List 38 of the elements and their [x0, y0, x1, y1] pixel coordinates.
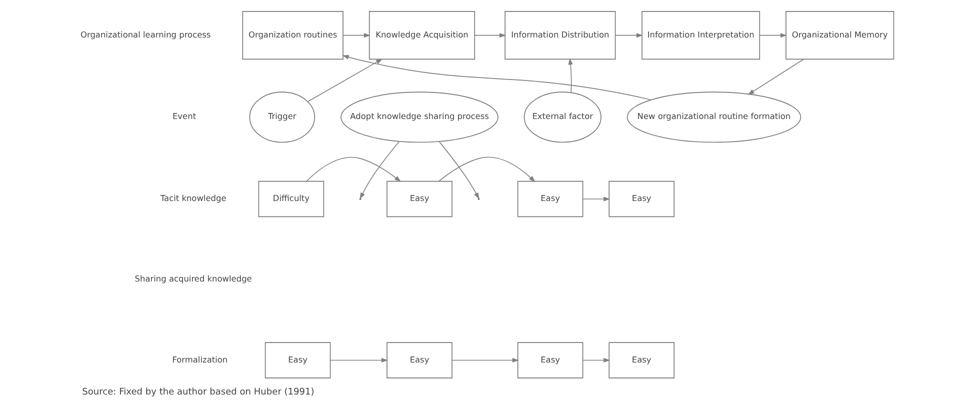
arrow: [759, 33, 787, 38]
arrow: [614, 33, 643, 38]
node-box: Knowledge Acquisition: [368, 11, 476, 60]
node-box: Difficulty: [258, 180, 324, 218]
arrow: [452, 358, 519, 363]
label: Organizational learning process: [80, 29, 211, 40]
arrow: [474, 33, 506, 38]
arrow: [306, 156, 402, 182]
arrow: [342, 54, 652, 100]
arrow: [342, 33, 370, 38]
node-box: Easy: [386, 342, 452, 378]
node-ellipse: Adopt knowledge sharing process: [340, 92, 498, 143]
label: Tacit knowledge: [160, 193, 226, 204]
label: Sharing acquired knowledge: [134, 274, 252, 284]
arrow: [582, 196, 610, 202]
label: Event: [172, 111, 196, 122]
label: Formalization: [172, 354, 228, 364]
arrow: [330, 358, 388, 363]
node-box: Easy: [608, 180, 674, 218]
arrow: [307, 58, 383, 102]
node-ellipse: External factor: [524, 92, 602, 143]
arrow: [582, 358, 610, 363]
node-box: Easy: [517, 342, 584, 378]
caption: Source: Fixed by the author based on Huber (1991): [82, 388, 314, 398]
node-box: Easy: [517, 180, 584, 218]
node-box: Easy: [608, 342, 674, 378]
node-ellipse: New organizational routine formation: [626, 92, 802, 143]
node-box: Organization routines: [242, 11, 344, 60]
node-box: Information Distribution: [504, 11, 616, 60]
arrow: [748, 58, 804, 95]
node-ellipse: Trigger: [249, 92, 316, 143]
node-box: Information Interpretation: [642, 11, 760, 60]
arrow: [568, 58, 573, 94]
arrow: [438, 141, 480, 200]
node-box: Easy: [264, 342, 331, 378]
arrow: [438, 156, 536, 182]
node-box: Organizational Memory: [786, 11, 894, 60]
node-box: Easy: [386, 180, 452, 218]
